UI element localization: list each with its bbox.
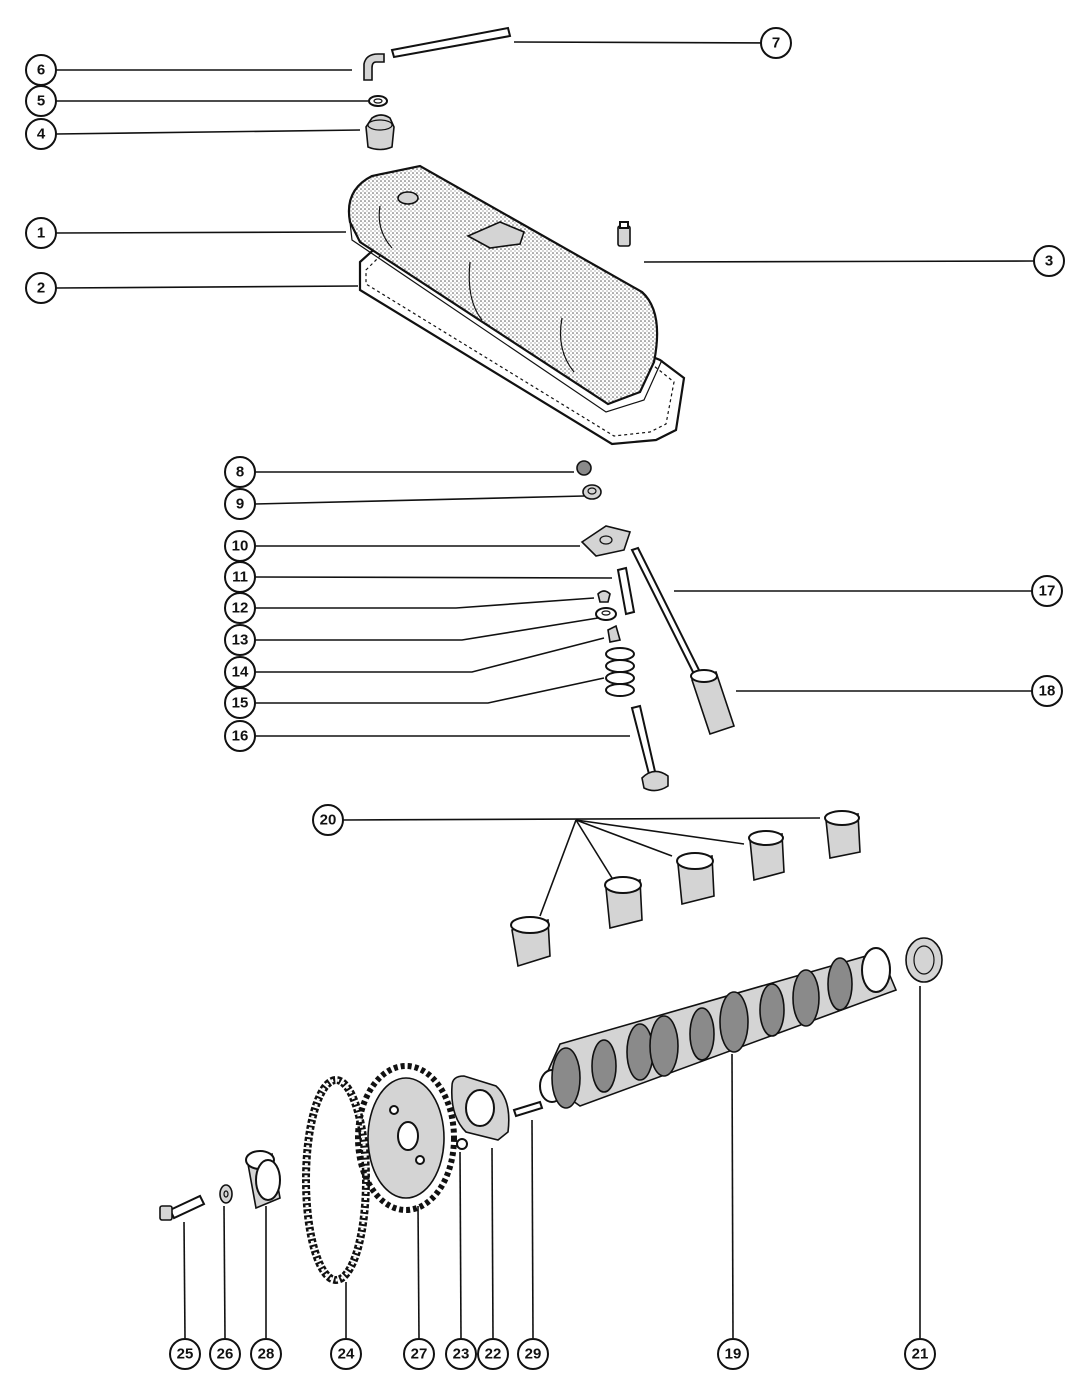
svg-text:22: 22 (485, 1346, 502, 1363)
callout-25: 25 (169, 1338, 201, 1370)
callout-21: 21 (904, 1338, 936, 1370)
leader-lines (55, 41, 1035, 1339)
svg-text:18: 18 (1039, 683, 1056, 700)
svg-text:3: 3 (1045, 253, 1053, 270)
callout-6: 6 (25, 54, 57, 86)
svg-text:8: 8 (236, 464, 244, 481)
part-valve (630, 704, 669, 792)
callout-14: 14 (224, 656, 256, 688)
callout-9: 9 (224, 488, 256, 520)
svg-text:19: 19 (725, 1346, 742, 1363)
part-push-rod (630, 546, 702, 676)
svg-text:12: 12 (232, 600, 249, 617)
part-rocker-stud (616, 566, 636, 616)
part-rocker-ball (582, 484, 602, 500)
part-rocker-arm (580, 525, 632, 557)
svg-text:24: 24 (338, 1346, 355, 1363)
part-washer (219, 1184, 233, 1204)
svg-text:11: 11 (232, 569, 248, 586)
callout-19: 19 (717, 1338, 749, 1370)
part-grommet (368, 95, 388, 107)
part-oil-seal (607, 624, 622, 643)
callout-7: 7 (760, 27, 792, 59)
part-dowel-pin (512, 1100, 544, 1118)
callout-22: 22 (477, 1338, 509, 1370)
svg-text:15: 15 (232, 695, 249, 712)
callout-26: 26 (209, 1338, 241, 1370)
part-camshaft-sprocket (355, 1063, 457, 1213)
part-camshaft-bearings (510, 810, 861, 968)
svg-text:17: 17 (1039, 583, 1056, 600)
svg-text:27: 27 (411, 1346, 428, 1363)
svg-text:1: 1 (37, 225, 45, 242)
callout-11: 11 (224, 561, 256, 593)
callout-3: 3 (1033, 245, 1065, 277)
callout-4: 4 (25, 118, 57, 150)
callout-10: 10 (224, 530, 256, 562)
callout-27: 27 (403, 1338, 435, 1370)
part-thrust-plate (450, 1075, 510, 1141)
svg-text:23: 23 (453, 1346, 470, 1363)
svg-text:13: 13 (232, 632, 249, 649)
callout-20: 20 (312, 804, 344, 836)
svg-text:10: 10 (232, 538, 249, 555)
svg-text:7: 7 (772, 35, 780, 52)
svg-text:14: 14 (232, 664, 249, 681)
svg-text:9: 9 (236, 496, 244, 513)
svg-text:29: 29 (525, 1346, 542, 1363)
part-timing-chain (302, 1076, 370, 1284)
callout-18: 18 (1031, 675, 1063, 707)
callout-17: 17 (1031, 575, 1063, 607)
part-fuel-pump-eccentric (245, 1150, 281, 1210)
part-filler-cap (365, 114, 395, 151)
svg-text:2: 2 (37, 280, 45, 297)
callout-24: 24 (330, 1338, 362, 1370)
callout-2: 2 (25, 272, 57, 304)
part-spring-cap (595, 607, 617, 621)
svg-text:4: 4 (37, 126, 46, 143)
svg-text:28: 28 (258, 1346, 275, 1363)
part-camshaft (539, 947, 898, 1109)
part-breather-hose (390, 26, 512, 59)
svg-text:21: 21 (912, 1346, 929, 1363)
callout-1: 1 (25, 217, 57, 249)
part-rocker-arm-cover (347, 164, 663, 413)
svg-text:26: 26 (217, 1346, 234, 1363)
part-elbow-fitting (363, 53, 385, 81)
callout-29: 29 (517, 1338, 549, 1370)
callout-12: 12 (224, 592, 256, 624)
callout-5: 5 (25, 85, 57, 117)
callout-8: 8 (224, 456, 256, 488)
part-valve-spring (605, 647, 635, 697)
callout-13: 13 (224, 624, 256, 656)
part-vent-valve (617, 221, 631, 247)
part-hydraulic-lifter (690, 669, 736, 736)
callout-16: 16 (224, 720, 256, 752)
part-expansion-plug (905, 937, 943, 983)
part-screw (456, 1138, 468, 1150)
part-rocker-nut (576, 460, 592, 476)
svg-text:5: 5 (37, 93, 45, 110)
part-bolt (159, 1194, 206, 1221)
part-valve-keys (597, 590, 611, 603)
svg-text:6: 6 (37, 62, 45, 79)
callout-15: 15 (224, 687, 256, 719)
svg-text:16: 16 (232, 728, 249, 745)
svg-text:20: 20 (320, 812, 337, 829)
svg-text:25: 25 (177, 1346, 194, 1363)
callout-23: 23 (445, 1338, 477, 1370)
callout-28: 28 (250, 1338, 282, 1370)
